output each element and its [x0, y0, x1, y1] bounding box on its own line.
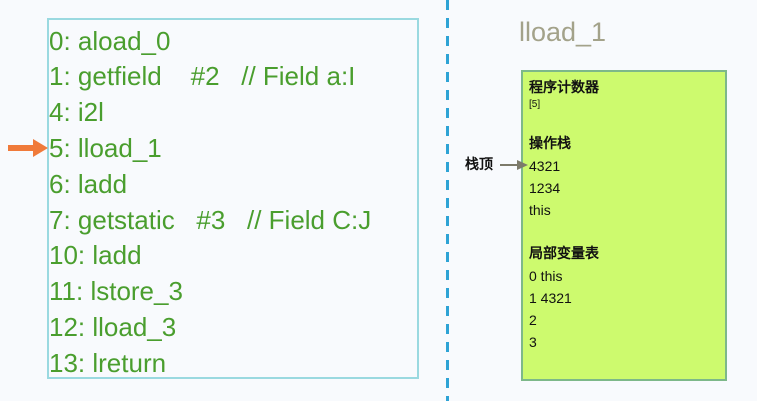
bytecode-box — [47, 18, 419, 379]
arrow-right-icon — [8, 139, 48, 157]
divider-line — [446, 0, 449, 401]
stack-top-label: 栈顶 — [465, 157, 493, 173]
bytecode-line: 4: i2l — [49, 97, 104, 127]
operand-stack-label: 操作栈 — [529, 136, 571, 152]
operand-stack-item: 1234 — [529, 180, 561, 196]
local-var-item: 1 4321 — [529, 290, 572, 306]
stack-frame-box — [521, 70, 727, 381]
bytecode-line: 13: lreturn — [49, 348, 167, 378]
frame-title: lload_1 — [519, 17, 607, 47]
bytecode-line: 11: lstore_3 — [49, 276, 183, 306]
bytecode-line: 6: ladd — [49, 169, 128, 199]
bytecode-line: 0: aload_0 — [49, 26, 171, 56]
local-vars-label: 局部变量表 — [529, 246, 599, 262]
local-var-item: 0 this — [529, 268, 563, 284]
local-var-item: 2 — [529, 312, 537, 328]
bytecode-line: 12: lload_3 — [49, 312, 177, 342]
bytecode-line-current: 5: lload_1 — [49, 133, 162, 163]
operand-stack-item: 4321 — [529, 158, 561, 174]
operand-stack-item: this — [529, 202, 551, 218]
stack-top-arrow-icon — [500, 160, 528, 170]
bytecode-line: 10: ladd — [49, 240, 142, 270]
bytecode-line: 1: getfield #2 // Field a:I — [49, 61, 356, 91]
bytecode-line: 7: getstatic #3 // Field C:J — [49, 205, 372, 235]
program-counter-value: [5] — [529, 99, 541, 110]
local-var-item: 3 — [529, 334, 537, 350]
program-counter-label: 程序计数器 — [529, 80, 599, 96]
